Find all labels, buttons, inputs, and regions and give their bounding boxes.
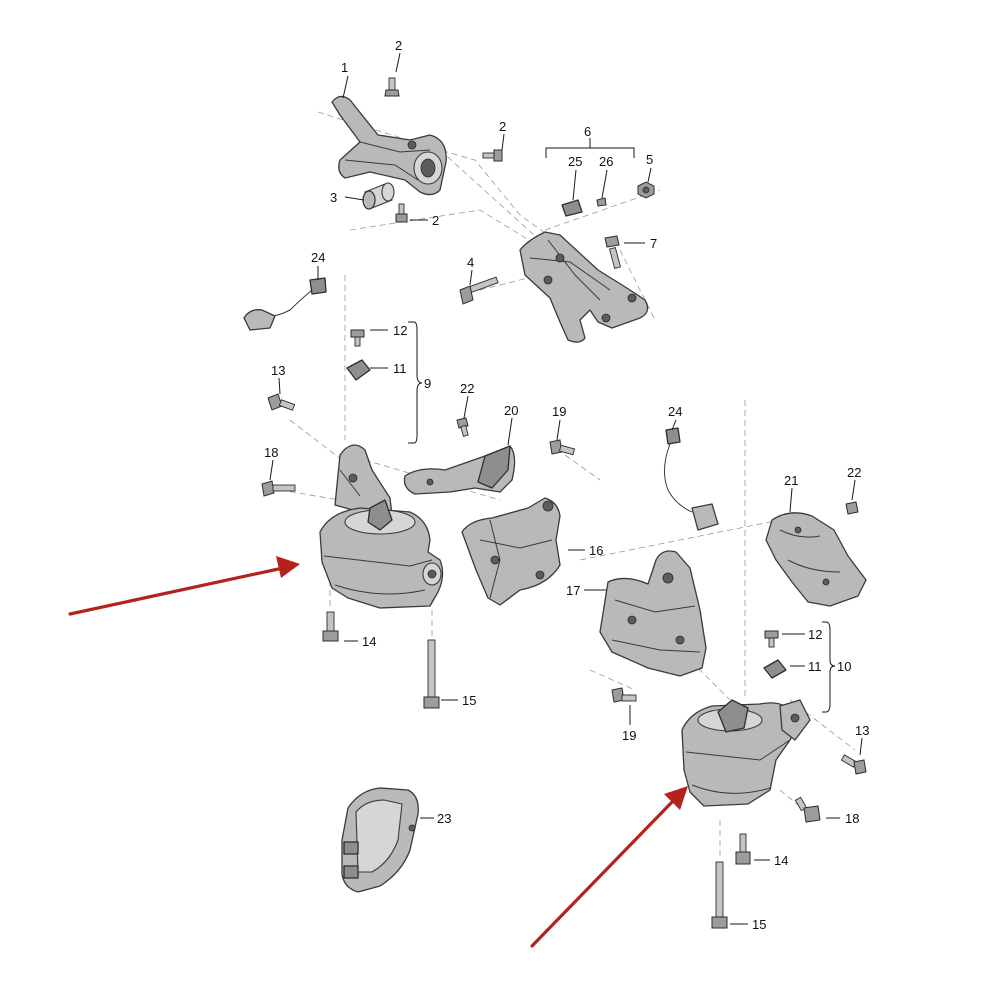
label-22-left: 22 (460, 381, 474, 396)
label-9: 9 (424, 376, 431, 391)
bolt-2-lower (395, 203, 408, 223)
screw-12-right (764, 630, 779, 648)
label-19-left: 19 (552, 404, 566, 419)
sensor-24-right (664, 427, 719, 531)
label-14-right: 14 (774, 853, 788, 868)
sensor-24-left (243, 277, 327, 331)
label-21: 21 (784, 473, 798, 488)
label-6: 6 (584, 124, 591, 139)
part-labels: 1 2 2 2 3 4 5 6 7 9 10 11 11 12 12 13 13… (264, 38, 869, 932)
heat-shield-21 (765, 512, 867, 607)
label-4: 4 (467, 255, 474, 270)
label-24-left: 24 (311, 250, 325, 265)
bracket-16 (461, 497, 561, 606)
nut-5 (637, 181, 655, 199)
bolt-13-left (267, 393, 296, 411)
leader-lines (269, 52, 863, 925)
bracket-20 (403, 445, 516, 495)
bolt-19-left (549, 439, 576, 456)
bolt-15-left (423, 639, 440, 709)
label-16: 16 (589, 543, 603, 558)
red-arrow-left (68, 556, 300, 616)
label-14-left: 14 (362, 634, 376, 649)
label-17: 17 (566, 583, 580, 598)
label-2-right: 2 (499, 119, 506, 134)
label-23: 23 (437, 811, 451, 826)
bolt-19-right (611, 687, 637, 703)
label-13-right: 13 (855, 723, 869, 738)
bracket-6 (519, 231, 649, 343)
label-15-left: 15 (462, 693, 476, 708)
label-11-right: 11 (808, 659, 822, 674)
bolt-18-left (261, 480, 296, 497)
label-7: 7 (650, 236, 657, 251)
bolt-7 (604, 235, 622, 269)
label-3: 3 (330, 190, 337, 205)
label-12-left: 12 (393, 323, 407, 338)
control-unit-23 (341, 787, 419, 893)
engine-mount-right (681, 699, 811, 807)
label-1: 1 (341, 60, 348, 75)
bolt-4 (459, 276, 499, 305)
label-18-right: 18 (845, 811, 859, 826)
screw-22-right (845, 501, 859, 515)
label-20: 20 (504, 403, 518, 418)
label-10: 10 (837, 659, 851, 674)
bracket-17 (599, 550, 707, 677)
bolt-14-left (322, 611, 339, 642)
label-12-right: 12 (808, 627, 822, 642)
screw-22-left (456, 417, 469, 437)
clip-11-right (763, 659, 787, 679)
bushing-3 (362, 182, 395, 210)
bolt-2-top (384, 77, 400, 97)
bolt-15-right (711, 861, 728, 929)
label-25: 25 (568, 154, 582, 169)
clip-25 (561, 199, 583, 217)
label-22-right: 22 (847, 465, 861, 480)
label-24-right: 24 (668, 404, 682, 419)
red-arrow-right (530, 786, 688, 948)
label-13-left: 13 (271, 363, 285, 378)
label-2-top: 2 (395, 38, 402, 53)
bolt-18-right (794, 796, 821, 823)
label-5: 5 (646, 152, 653, 167)
label-11-left: 11 (393, 361, 407, 376)
bracket-1 (331, 95, 447, 196)
label-26: 26 (599, 154, 613, 169)
clip-11-left (346, 359, 371, 381)
label-15-right: 15 (752, 917, 766, 932)
clip-26 (596, 197, 607, 207)
bolt-14-right (735, 833, 751, 865)
screw-12-left (350, 329, 365, 347)
label-2-lower: 2 (432, 213, 439, 228)
bolt-13-right (840, 754, 867, 775)
label-19-right: 19 (622, 728, 636, 743)
label-18-left: 18 (264, 445, 278, 460)
bolt-2-right (482, 149, 503, 162)
engine-mount-left (319, 444, 444, 609)
